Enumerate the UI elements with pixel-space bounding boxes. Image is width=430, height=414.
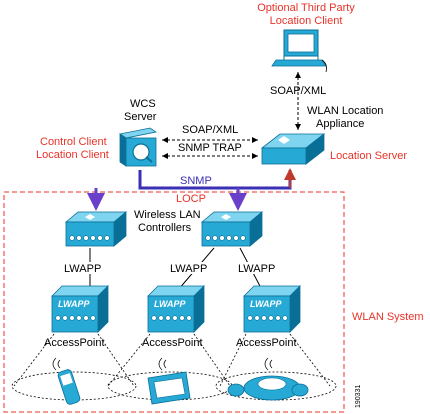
- access-point-right-icon: LWAPP: [243, 285, 301, 333]
- soap-xml-horizontal-label: SOAP/XML: [182, 124, 238, 136]
- third-party-client-icon: [271, 29, 327, 73]
- lwapp-left-label: LWAPP: [64, 263, 101, 275]
- ap-right-tag: LWAPP: [250, 299, 283, 309]
- accesspoint-mid-label: AccessPoint: [142, 337, 203, 349]
- locp-label: LOCP: [176, 193, 206, 205]
- location-server-label: Location Server: [330, 150, 407, 162]
- wlc-label-line2: Controllers: [138, 222, 192, 234]
- wcs-label-line1: WCS: [130, 98, 156, 110]
- snmp-trap-label: SNMP TRAP: [178, 142, 242, 154]
- wcs-server-icon: [118, 127, 158, 167]
- ap-left-tag: LWAPP: [58, 299, 91, 309]
- wlan-controller-left-icon: [64, 211, 128, 247]
- mobile-phone-icon: [52, 357, 81, 405]
- wlan-appliance-label-line2: Appliance: [316, 118, 364, 130]
- wlan-appliance-label-line1: WLAN Location: [307, 105, 383, 117]
- access-point-left-icon: LWAPP: [51, 285, 109, 333]
- control-client-label-line1: Control Client: [40, 136, 107, 148]
- control-client-label-line2: Location Client: [36, 149, 109, 161]
- wlan-system-boundary: [3, 191, 345, 413]
- coverage-cones: [11, 333, 337, 401]
- soap-xml-vertical-label: SOAP/XML: [270, 85, 326, 97]
- third-party-label-line1: Optional Third Party: [257, 2, 355, 14]
- accesspoint-left-label: AccessPoint: [44, 337, 105, 349]
- ap-mid-tag: LWAPP: [154, 299, 187, 309]
- figure-number: 190331: [355, 385, 362, 408]
- wlc-label-line1: Wireless LAN: [134, 209, 201, 221]
- third-party-label-line2: Location Client: [270, 15, 343, 27]
- tablet-device-icon: [147, 357, 191, 405]
- wlan-system-label: WLAN System: [352, 311, 424, 323]
- wlan-controller-right-icon: [200, 211, 264, 247]
- snmp-bus: [138, 170, 292, 190]
- wcs-label-line2: Server: [124, 111, 157, 123]
- asset-tag-icon: [227, 357, 309, 401]
- lwapp-right-label: LWAPP: [238, 263, 275, 275]
- lwapp-mid-label: LWAPP: [170, 263, 207, 275]
- accesspoint-right-label: AccessPoint: [236, 337, 297, 349]
- snmp-label: SNMP: [180, 175, 212, 187]
- access-point-mid-icon: LWAPP: [147, 285, 205, 333]
- location-server-icon: [260, 133, 326, 165]
